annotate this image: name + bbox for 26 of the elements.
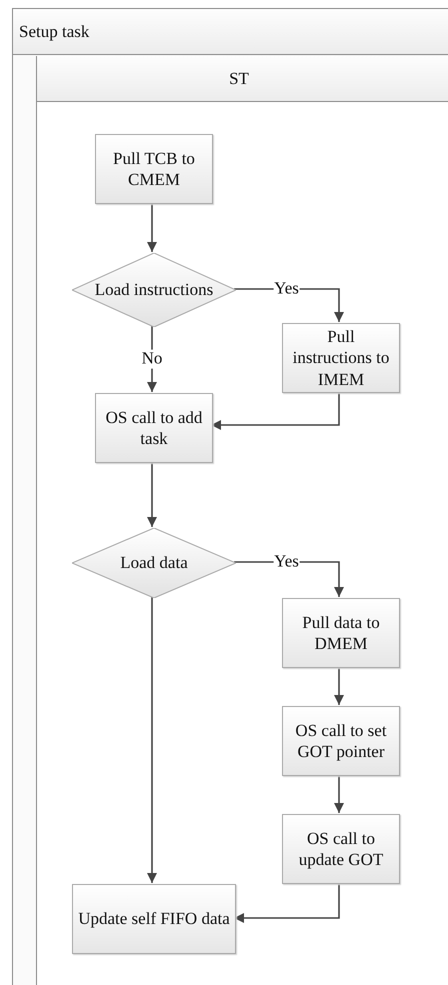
step-label: Update self FIFO data <box>78 908 230 930</box>
process-box <box>282 323 400 393</box>
arrow <box>234 883 340 923</box>
lane-title: ST <box>229 68 249 88</box>
arrow <box>211 392 340 430</box>
step-label: Pull data to DMEM <box>301 612 381 654</box>
process-box <box>95 393 213 463</box>
arrow <box>334 775 344 813</box>
step-label: Pull instructions to IMEM <box>292 326 390 390</box>
process-box <box>282 814 400 884</box>
arrow <box>334 667 344 705</box>
step-label: OS call to add task <box>104 406 204 450</box>
process-box <box>95 134 213 204</box>
arrow <box>147 597 157 883</box>
decision-label: Load instructions <box>94 279 214 301</box>
arrow <box>147 203 157 252</box>
edge-label: No <box>140 350 164 368</box>
process-box <box>282 706 400 776</box>
step-label: OS call to set GOT pointer <box>294 720 388 762</box>
process-box <box>282 598 400 668</box>
pool-title: Setup task <box>19 22 90 42</box>
decision-label: Load data <box>120 552 188 574</box>
arrow <box>147 462 157 527</box>
step-label: Pull TCB to CMEM <box>112 148 196 190</box>
step-label: OS call to update GOT <box>298 828 384 870</box>
process-box <box>72 884 236 954</box>
